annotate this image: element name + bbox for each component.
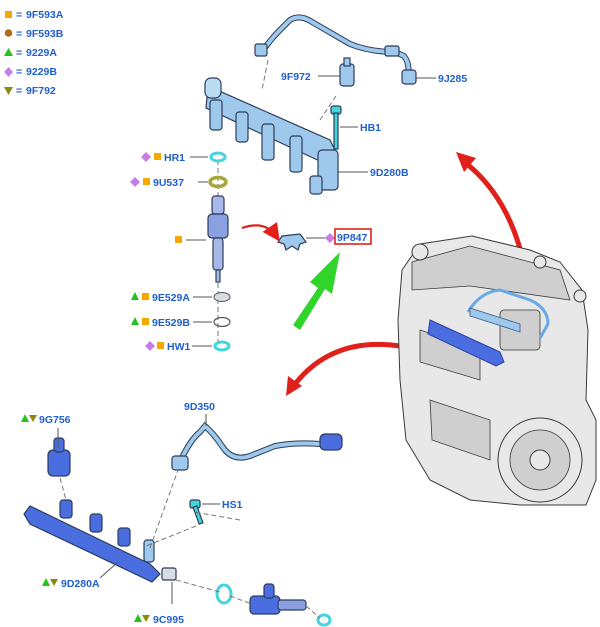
washer-9e529a [213,292,231,302]
label-9d350: 9D350 [184,401,215,413]
diamond-symbol-icon [325,233,335,243]
label-9e529b: 9E529B [152,317,190,329]
engine-illustration [397,235,597,506]
label-9d280b: 9D280B [370,167,409,179]
pipe-connector [171,455,189,471]
fuel-injector-lower [249,583,307,615]
label-9e529a: 9E529A [152,292,190,304]
legend-code: 9F593B [26,28,64,40]
square-symbol-icon [142,318,149,325]
label-9f972: 9F972 [281,71,311,83]
label-9g756: 9G756 [39,414,71,426]
legend: = 9F593A = 9F593B = 9229A = 9229B = 9F79… [4,9,64,97]
legend-code: 9F792 [26,85,56,97]
fuel-rail-9d280b [204,77,339,195]
legend-item-9f792: = 9F792 [4,85,56,97]
red-arrow-head [456,152,476,172]
circle-symbol-icon [4,29,13,37]
highlight-box [334,228,372,245]
seal-ring [316,613,332,627]
legend-separator: = [16,47,22,59]
square-symbol-icon [143,178,150,185]
legend-code: 9F593A [26,9,64,21]
triangle-down-symbol-icon [4,87,13,95]
legend-item-9f593a: = 9F593A [5,9,64,21]
pipe-connector [384,45,400,57]
triangle-up-symbol-icon [21,414,29,422]
square-symbol-icon [5,11,12,18]
legend-item-9229a: = 9229A [4,47,57,59]
diamond-symbol-icon [141,152,151,162]
seal-hr1 [209,151,227,163]
label-9c995: 9C995 [153,614,184,626]
pipe-connector [254,43,268,57]
engine-fuel-rail-highlight [427,319,505,367]
bolt-hs1 [189,499,204,525]
square-symbol-icon [157,342,164,349]
triangle-up-symbol-icon [131,317,139,325]
fuel-rail-9d280a [23,499,161,583]
fuel-injector [207,195,229,283]
triangle-down-symbol-icon [50,579,58,586]
triangle-up-symbol-icon [4,48,13,56]
label-hs1: HS1 [222,499,243,511]
label-9p847: 9P847 [337,232,368,244]
washer-9e529b [213,316,231,328]
fitting-9f972 [339,63,355,87]
legend-code: 9229A [26,47,57,59]
legend-separator: = [16,9,22,21]
legend-separator: = [16,28,22,40]
upper-assembly [186,14,436,352]
lower-assembly [23,414,343,627]
pipe-connector [319,433,343,451]
diamond-symbol-icon [4,67,13,77]
legend-item-9f593b: = 9F593B [4,28,64,40]
triangle-down-symbol-icon [29,415,37,422]
sensor-9g756 [47,437,71,477]
engine-fuel-pipe-highlight [466,288,550,339]
triangle-down-symbol-icon [142,615,150,622]
square-symbol-icon [175,236,182,243]
triangle-up-symbol-icon [131,292,139,300]
clip-9p847 [277,233,307,251]
legend-separator: = [16,85,22,97]
legend-code: 9229B [26,66,57,78]
square-symbol-icon [154,153,161,160]
seal-ring [215,583,233,605]
label-9u537: 9U537 [153,177,184,189]
label-hw1: HW1 [167,341,190,353]
diamond-symbol-icon [130,177,140,187]
red-arrow-clip [241,221,280,242]
triangle-up-symbol-icon [134,614,142,622]
ring-9u537 [208,175,228,189]
label-hr1: HR1 [164,152,185,164]
legend-item-9229b: = 9229B [4,66,57,78]
label-9d280a: 9D280A [61,578,100,590]
washer-hw1 [213,340,231,352]
clip-9c995 [161,567,177,581]
square-symbol-icon [142,293,149,300]
triangle-up-symbol-icon [42,578,50,586]
pipe-connector [401,69,417,85]
red-arrow-head [286,376,302,396]
label-9j285: 9J285 [438,73,467,85]
legend-separator: = [16,66,22,78]
red-arrow-lower [289,341,403,391]
bolt-hb1 [330,105,342,150]
diamond-symbol-icon [145,341,155,351]
label-hb1: HB1 [360,122,381,134]
green-arrow [293,252,340,330]
